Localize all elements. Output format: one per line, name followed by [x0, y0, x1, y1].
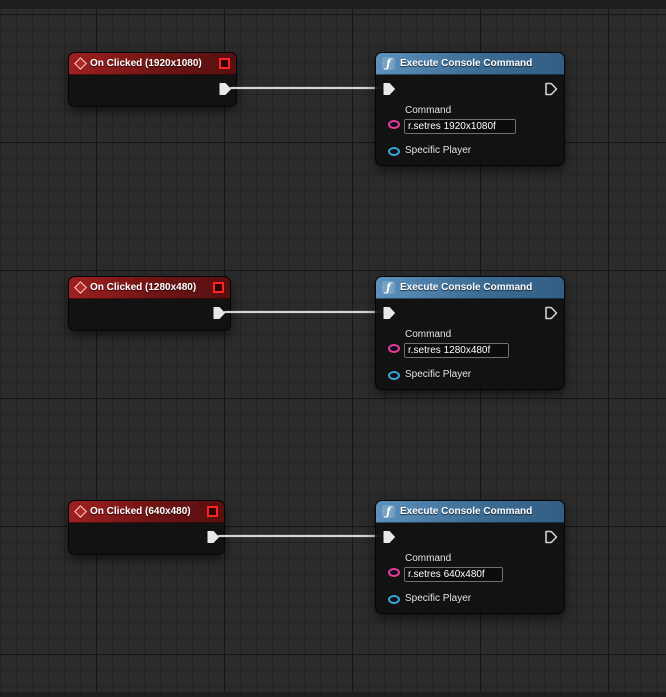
exec-in-pin[interactable] — [382, 306, 396, 320]
event-node[interactable]: On Clicked (640x480) — [68, 500, 225, 555]
specific-player-label: Specific Player — [405, 593, 472, 604]
specific-player-label: Specific Player — [405, 369, 472, 380]
function-node[interactable]: ƒ Execute Console Command Command Specif… — [375, 276, 565, 390]
delegate-pin[interactable] — [207, 506, 218, 517]
command-pin-label: Command — [405, 329, 452, 340]
function-icon: ƒ — [382, 505, 395, 518]
command-input[interactable] — [404, 343, 509, 358]
exec-out-pin[interactable] — [218, 82, 232, 96]
command-pin-label: Command — [405, 105, 452, 116]
function-node-header[interactable]: ƒ Execute Console Command — [376, 501, 564, 523]
exec-out-pin[interactable] — [544, 306, 558, 320]
delegate-pin[interactable] — [219, 58, 230, 69]
event-icon — [74, 57, 87, 70]
canvas-edge-shade-bottom — [0, 692, 666, 697]
function-node-header[interactable]: ƒ Execute Console Command — [376, 277, 564, 299]
exec-wire[interactable] — [224, 311, 386, 313]
exec-out-pin[interactable] — [544, 82, 558, 96]
specific-player-label: Specific Player — [405, 145, 472, 156]
canvas-edge-shade-top — [0, 0, 666, 9]
command-pin-label: Command — [405, 553, 452, 564]
function-title: Execute Console Command — [400, 506, 533, 517]
command-pin[interactable] — [388, 120, 400, 129]
event-node[interactable]: On Clicked (1920x1080) — [68, 52, 237, 107]
event-icon — [74, 505, 87, 518]
specific-player-pin[interactable] — [388, 595, 400, 604]
function-node[interactable]: ƒ Execute Console Command Command Specif… — [375, 52, 565, 166]
event-title: On Clicked (1280x480) — [90, 282, 197, 293]
exec-out-pin[interactable] — [206, 530, 220, 544]
exec-wire[interactable] — [230, 87, 386, 89]
event-node-header[interactable]: On Clicked (640x480) — [69, 501, 224, 523]
event-node-header[interactable]: On Clicked (1280x480) — [69, 277, 230, 299]
specific-player-pin[interactable] — [388, 371, 400, 380]
command-pin[interactable] — [388, 344, 400, 353]
exec-out-pin[interactable] — [212, 306, 226, 320]
exec-in-pin[interactable] — [382, 530, 396, 544]
event-title: On Clicked (640x480) — [90, 506, 191, 517]
command-input[interactable] — [404, 119, 516, 134]
function-icon: ƒ — [382, 57, 395, 70]
event-title: On Clicked (1920x1080) — [90, 58, 202, 69]
command-pin[interactable] — [388, 568, 400, 577]
function-icon: ƒ — [382, 281, 395, 294]
function-node-header[interactable]: ƒ Execute Console Command — [376, 53, 564, 75]
function-title: Execute Console Command — [400, 58, 533, 69]
exec-out-pin[interactable] — [544, 530, 558, 544]
event-icon — [74, 281, 87, 294]
delegate-pin[interactable] — [213, 282, 224, 293]
exec-wire[interactable] — [218, 535, 386, 537]
event-node[interactable]: On Clicked (1280x480) — [68, 276, 231, 331]
specific-player-pin[interactable] — [388, 147, 400, 156]
function-node[interactable]: ƒ Execute Console Command Command Specif… — [375, 500, 565, 614]
event-node-header[interactable]: On Clicked (1920x1080) — [69, 53, 236, 75]
command-input[interactable] — [404, 567, 503, 582]
exec-in-pin[interactable] — [382, 82, 396, 96]
function-title: Execute Console Command — [400, 282, 533, 293]
